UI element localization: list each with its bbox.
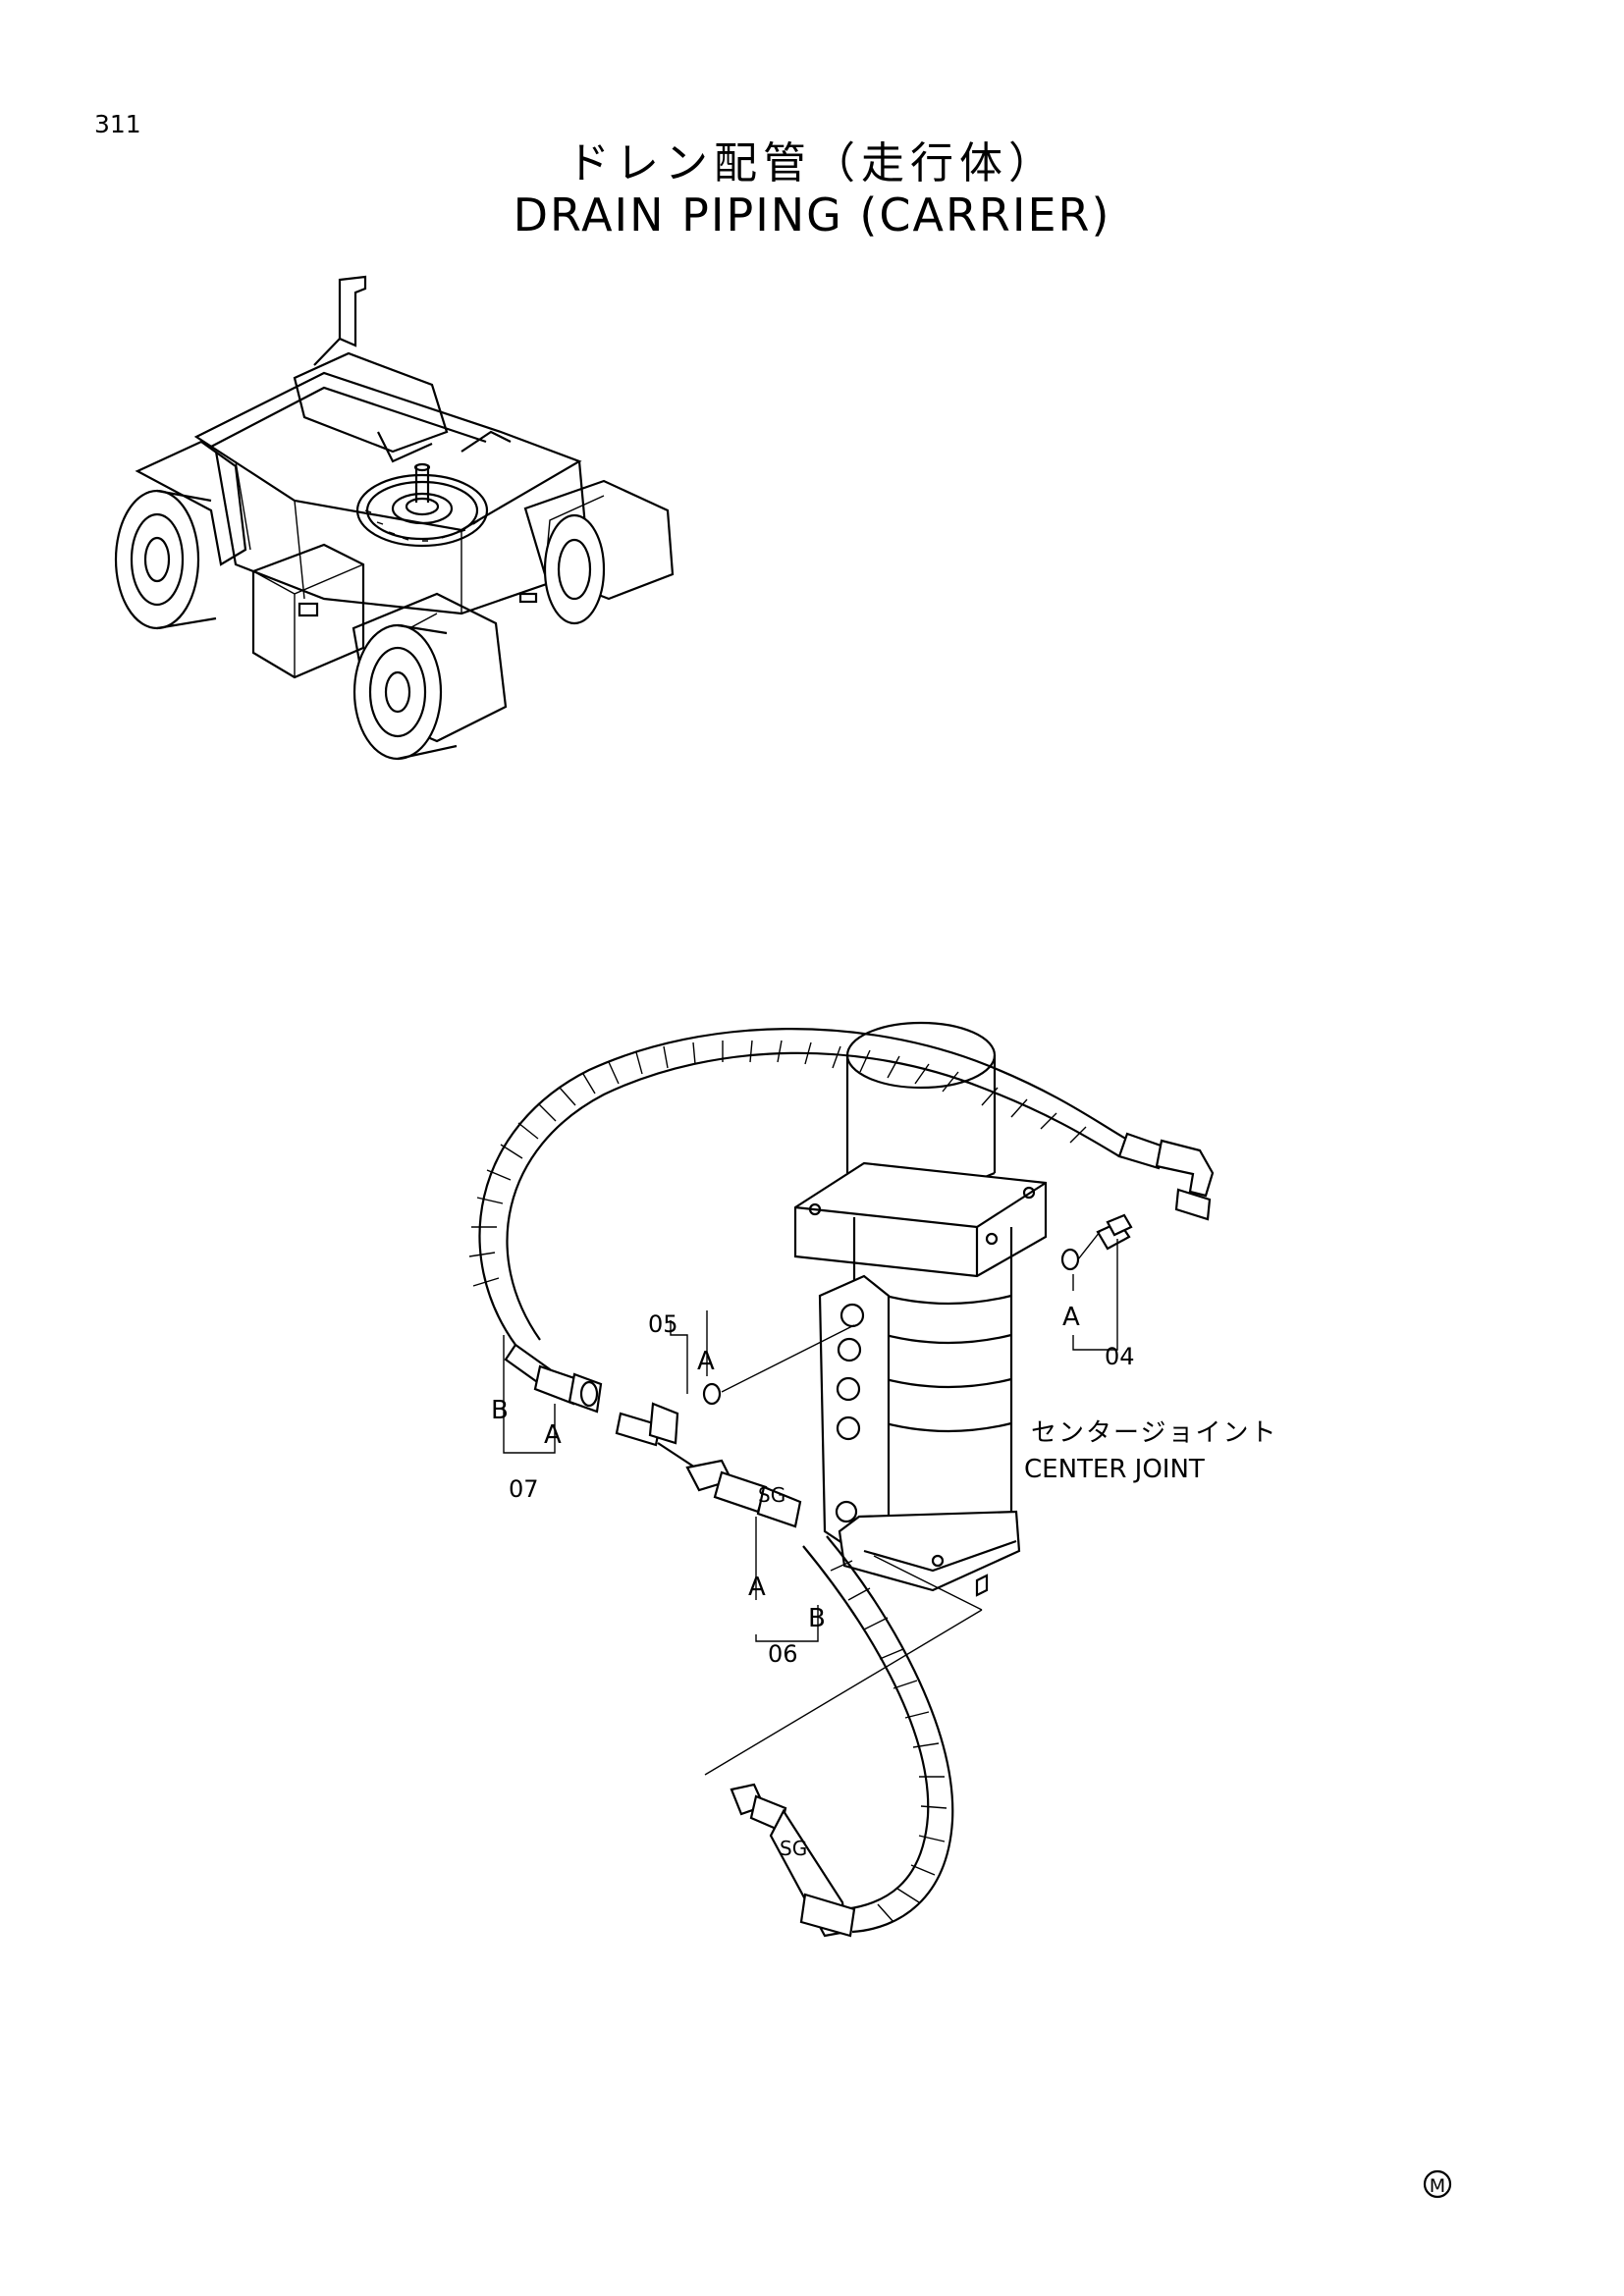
center-joint-label-japanese: センタージョイント <box>1031 1418 1277 1448</box>
callout-letter-a: A <box>748 1573 766 1602</box>
callout-part-06: 06 <box>768 1640 798 1668</box>
callout-letter-a: A <box>544 1420 562 1450</box>
callout-letter-b: B <box>491 1396 509 1425</box>
callout-letter-b: B <box>808 1604 826 1633</box>
circled-m-mark: M <box>1423 2169 1452 2199</box>
callout-sg: SG <box>780 1837 807 1860</box>
drain-hose-assembly <box>468 1028 1215 1938</box>
callout-part-05: 05 <box>648 1310 678 1338</box>
circled-m-letter: M <box>1430 2175 1445 2197</box>
page-title-japanese: ドレン配管（走行体） <box>567 138 1057 188</box>
callout-part-07: 07 <box>509 1475 539 1503</box>
page-number: 311 <box>94 110 141 138</box>
leader-lines <box>503 1231 1118 1776</box>
callout-letter-a: A <box>697 1347 715 1376</box>
callout-labels: 05 A A 04 B A 07 SG A B 06 SG <box>491 1303 1135 1860</box>
callout-sg: SG <box>758 1483 785 1507</box>
center-joint-illustration <box>793 1021 1048 1597</box>
callout-letter-a: A <box>1062 1303 1080 1332</box>
center-joint-label: センタージョイント CENTER JOINT <box>1024 1418 1277 1484</box>
center-joint-label-english: CENTER JOINT <box>1024 1455 1205 1484</box>
carrier-overview-illustration <box>114 275 675 761</box>
callout-part-04: 04 <box>1105 1343 1135 1370</box>
page-title-english: DRAIN PIPING (CARRIER) <box>513 188 1111 241</box>
